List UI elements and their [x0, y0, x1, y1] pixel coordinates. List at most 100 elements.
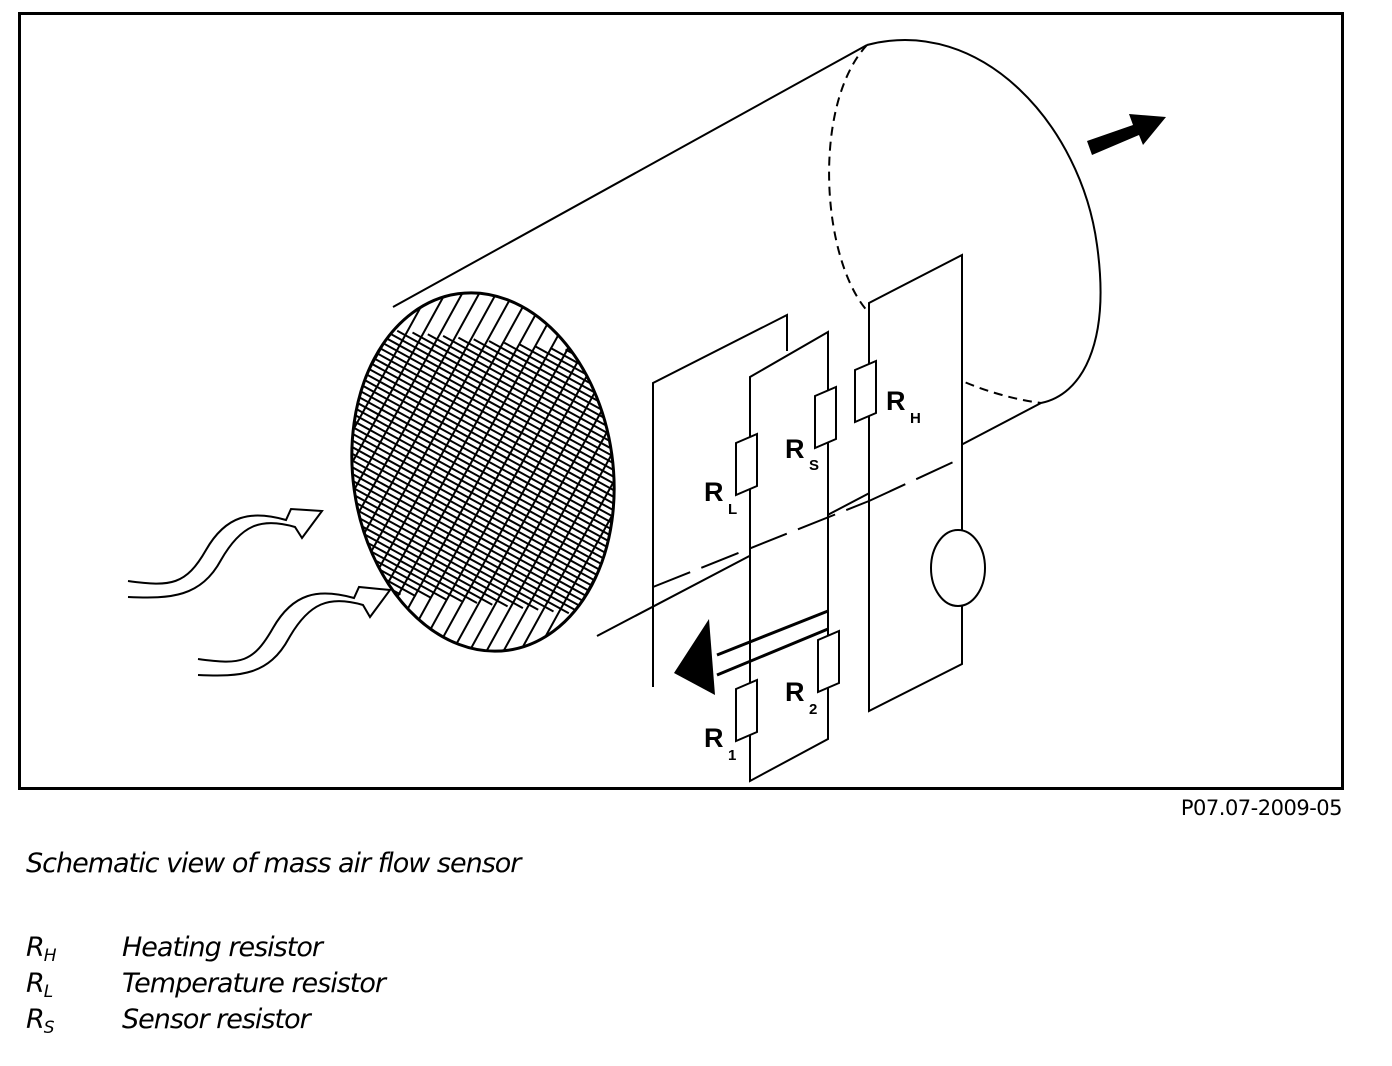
mesh-line [964, 172, 1294, 772]
mesh-line [329, 275, 394, 669]
inlet-arrow-lower [197, 585, 392, 677]
label-rs-sub: S [809, 457, 819, 474]
mesh-line [385, 275, 637, 669]
mesh-line [442, 335, 637, 667]
sensor-plates [652, 253, 963, 783]
mesh-line [21, 172, 53, 772]
mesh-line [329, 275, 509, 608]
plate-middle [749, 330, 829, 783]
label-r2-main: R [785, 677, 805, 707]
mesh-line [329, 275, 428, 669]
plate-front-left [652, 313, 788, 687]
mesh-line [329, 275, 377, 669]
mesh-line [329, 294, 637, 626]
mesh-line [549, 346, 637, 669]
mesh-line [21, 256, 324, 586]
mesh-line [21, 172, 291, 772]
mesh-line [381, 328, 637, 660]
mesh-line [368, 275, 637, 669]
mesh-line [811, 172, 1141, 772]
resistor-r1 [735, 678, 758, 743]
mesh-line [329, 277, 524, 609]
mesh-line [329, 275, 360, 669]
mesh-line [21, 172, 206, 772]
legend-description: Sensor resistor [122, 1004, 311, 1035]
mesh-line [329, 275, 632, 669]
resistor-rh [854, 359, 877, 424]
mesh-line [21, 172, 240, 772]
mesh-line [334, 275, 637, 669]
figure-caption: Schematic view of mass air flow sensor [26, 848, 521, 879]
mesh-line [329, 309, 637, 642]
mesh-line [21, 172, 223, 772]
mesh-line [329, 299, 637, 632]
mesh-line [329, 275, 478, 604]
mesh-line [402, 275, 637, 669]
mesh-line [473, 338, 637, 669]
mesh-line [21, 254, 309, 584]
cylinder-hidden-edge [828, 44, 1042, 404]
legend-description: Temperature resistor [122, 968, 386, 999]
mesh-line [21, 172, 189, 772]
mesh-line [21, 248, 248, 578]
mesh-line [329, 275, 340, 589]
mesh-line [780, 373, 1341, 703]
resistor-r2 [817, 629, 840, 694]
mesh-line [329, 275, 356, 591]
mesh-line [21, 172, 155, 772]
label-rl-sub: L [728, 501, 737, 518]
mesh-line [21, 246, 232, 576]
mesh-line [329, 295, 637, 628]
mesh-line [930, 172, 1260, 772]
label-r1-sub: 1 [728, 747, 736, 764]
mesh-line [329, 275, 598, 669]
mesh-line [329, 275, 615, 669]
reverse-flow-arrow [674, 609, 829, 695]
legend-symbol: RH [26, 932, 57, 966]
mesh-line [329, 275, 445, 669]
outlet-flow-arrow [1087, 114, 1166, 155]
inlet-ellipse [350, 291, 616, 653]
mesh-line [329, 275, 371, 592]
label-r1-main: R [704, 723, 724, 753]
diagram-frame: R H R S R L R 2 R 1 [18, 12, 1344, 790]
mesh-line [329, 275, 513, 669]
center-axis-line-right [868, 457, 963, 502]
mesh-line [366, 326, 637, 659]
mesh-line [457, 336, 637, 669]
inlet-arrow-upper [127, 507, 324, 599]
mesh-line [329, 275, 479, 669]
plate-right [868, 253, 963, 713]
cylinder-top-edge [392, 44, 868, 308]
mesh-line [21, 172, 274, 772]
cylinder-body [392, 39, 1102, 637]
center-axis-line [652, 500, 870, 588]
mesh-line [329, 311, 637, 643]
label-rl-main: R [704, 477, 724, 507]
mesh-line [21, 172, 257, 772]
mesh-line [329, 275, 493, 606]
mesh-line [329, 275, 386, 594]
resistors [735, 359, 877, 743]
label-r2-sub: 2 [809, 701, 817, 718]
mesh-line [21, 242, 202, 572]
mesh-line [419, 275, 637, 669]
mesh-line [21, 172, 121, 772]
mesh-line [329, 319, 637, 652]
mesh-line [21, 172, 87, 772]
mesh-line [329, 275, 637, 669]
mesh-line [21, 172, 70, 772]
mesh-line [21, 253, 293, 583]
mesh-line [329, 275, 564, 669]
mesh-line [329, 318, 637, 650]
mesh-line [21, 172, 138, 772]
label-rh-sub: H [910, 410, 921, 427]
mesh-line [351, 275, 637, 669]
mesh-line [329, 302, 637, 635]
mesh-line [21, 172, 308, 772]
inlet-flow-arrows [127, 507, 392, 677]
label-rs-main: R [785, 434, 805, 464]
mesh-line [21, 172, 36, 772]
meter-circle [930, 529, 986, 607]
label-rh-main: R [886, 386, 906, 416]
